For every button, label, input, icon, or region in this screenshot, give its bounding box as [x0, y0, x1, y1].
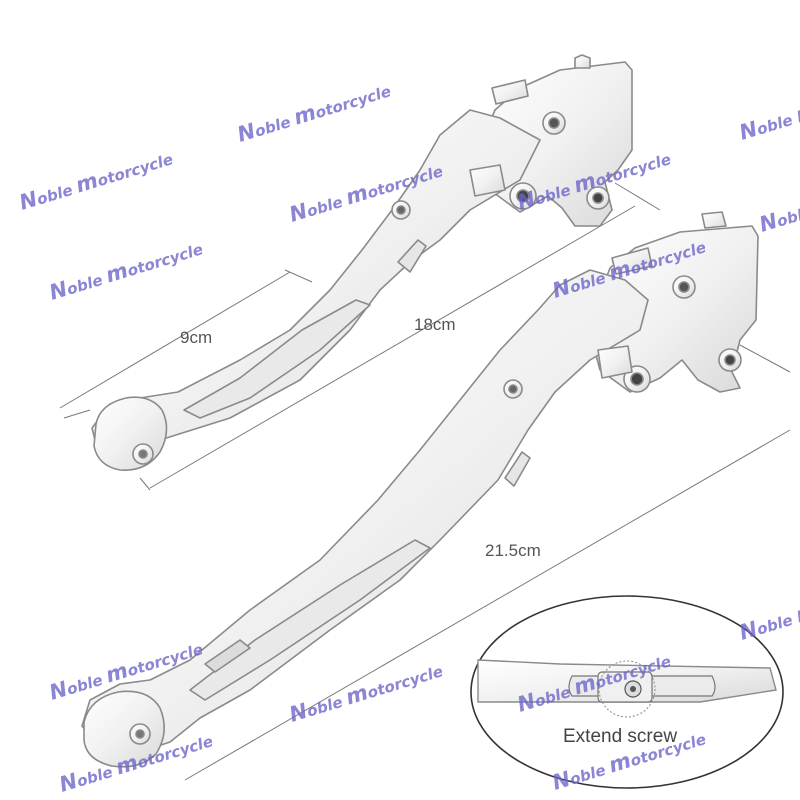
dimension-long-length-label: 21.5cm	[485, 541, 541, 560]
extend-screw-label: Extend screw	[563, 726, 677, 747]
watermark	[736, 75, 800, 145]
short-lever	[91, 54, 633, 471]
watermark	[736, 575, 800, 645]
dimension-width-label: 9cm	[180, 328, 212, 347]
watermark	[286, 657, 446, 727]
watermark	[16, 145, 176, 215]
dimension-lines	[59, 182, 791, 781]
watermark	[756, 167, 800, 237]
dimension-short-length-label: 18cm	[414, 315, 456, 334]
watermark	[46, 235, 206, 305]
watermark	[234, 77, 394, 147]
